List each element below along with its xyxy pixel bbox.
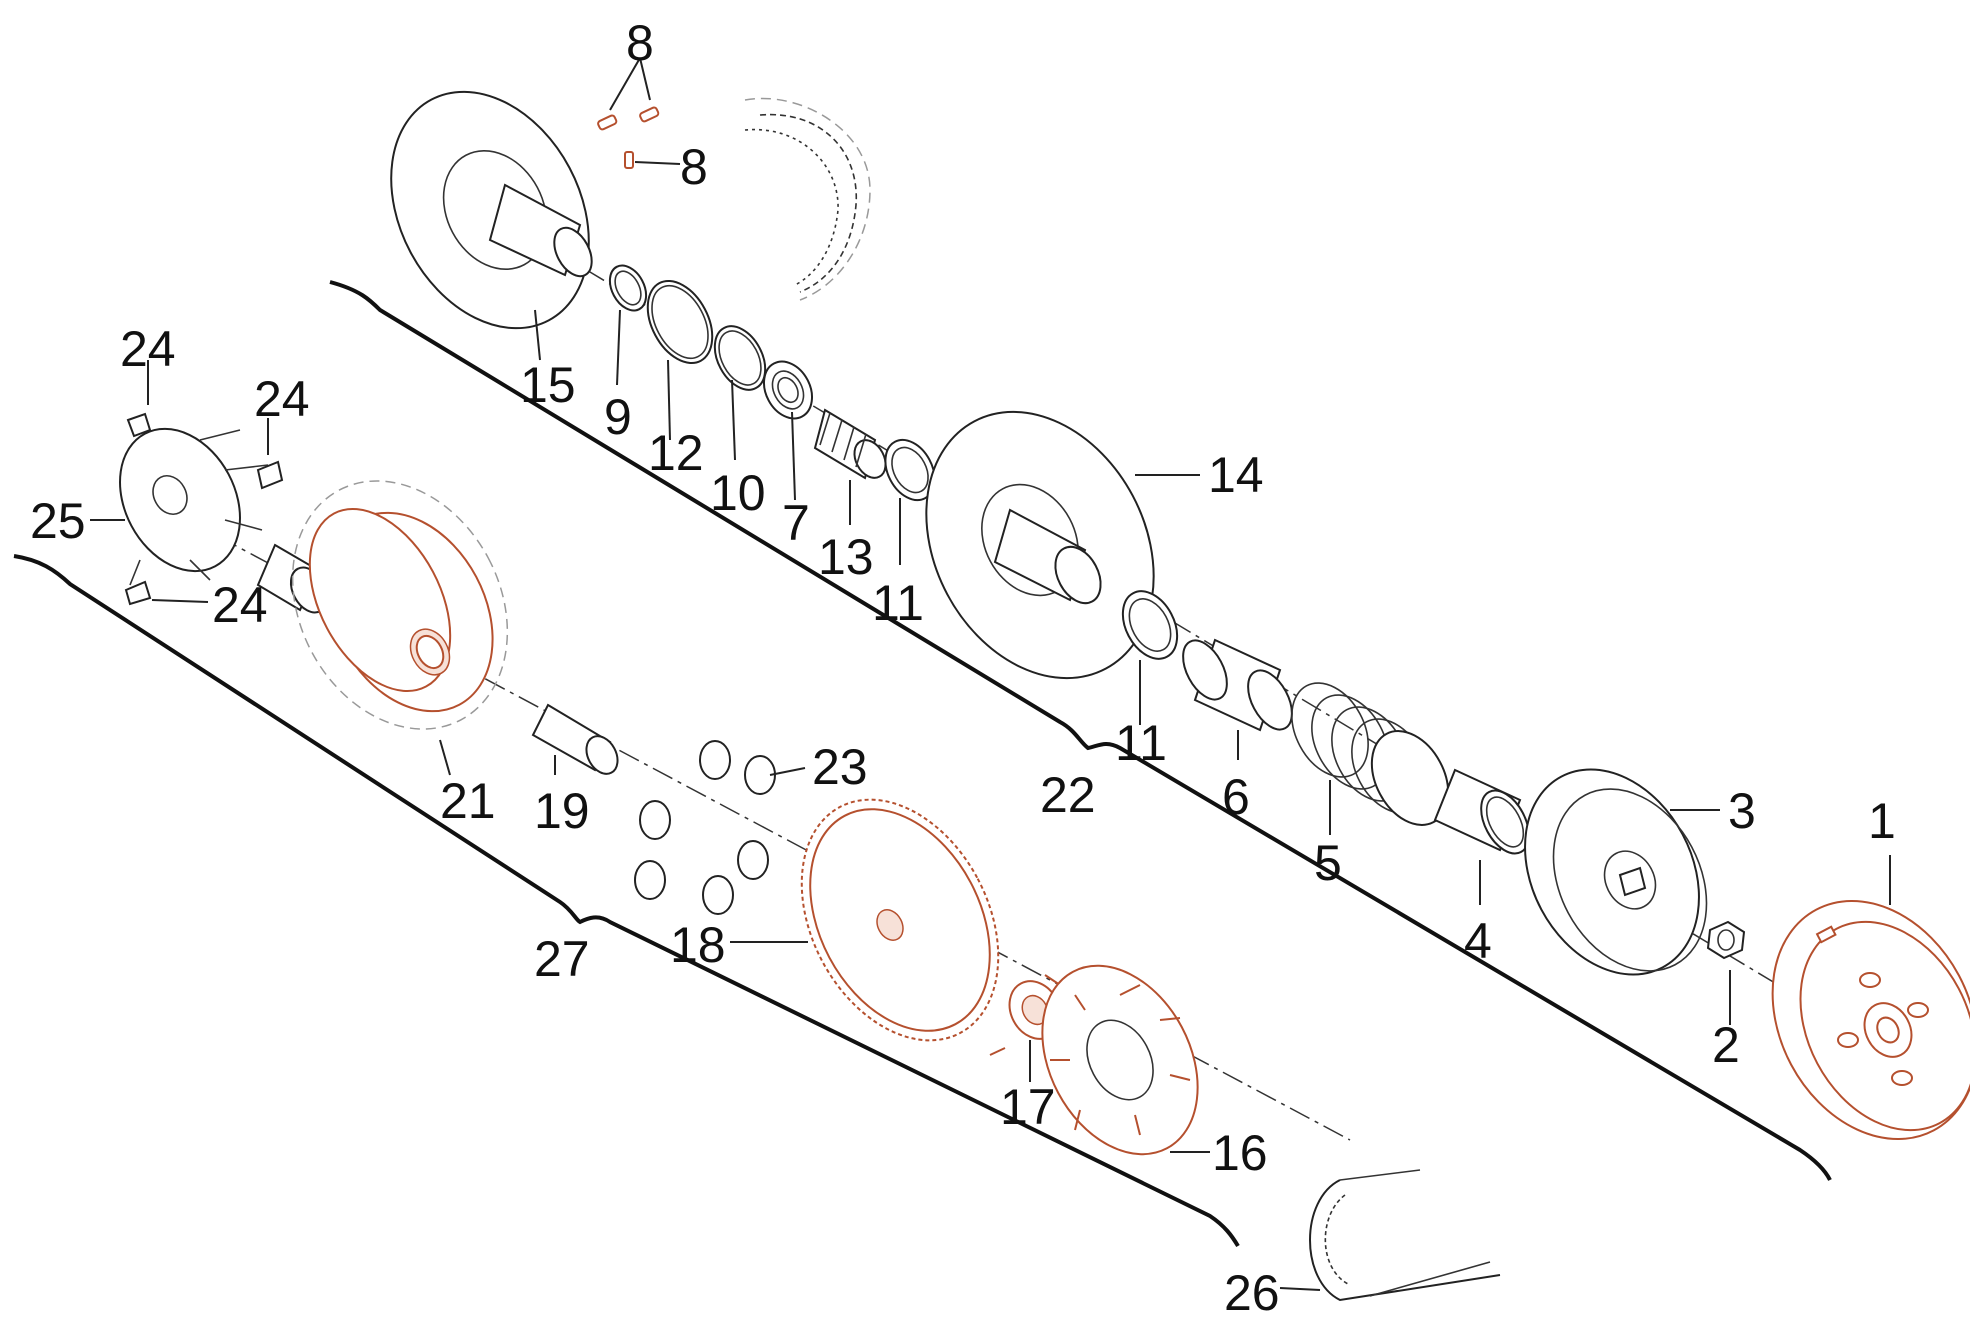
sliding-driven-half-14: [925, 410, 1155, 680]
leader-lines: [90, 57, 1891, 1291]
o-ring-10: [713, 325, 767, 391]
callout-10: 10: [710, 465, 766, 521]
callout-12: 12: [648, 425, 704, 481]
callout-7: 7: [782, 495, 810, 551]
callout-6: 6: [1222, 769, 1250, 825]
group-27-brace: [13, 554, 1240, 1248]
o-ring-12: [646, 279, 714, 365]
callout-8b: 8: [680, 139, 708, 195]
callout-5: 5: [1314, 835, 1342, 891]
callout-16: 16: [1212, 1125, 1268, 1181]
fixed-drive-half-18: [800, 798, 1000, 1042]
callout-26: 26: [1224, 1265, 1280, 1321]
callout-2: 2: [1712, 1017, 1740, 1073]
drive-belt-26: [1309, 1169, 1501, 1302]
needle-bearing-13: [813, 408, 887, 480]
bearing-7: [763, 360, 813, 420]
callout-24b: 24: [254, 371, 310, 427]
callout-25: 25: [30, 493, 86, 549]
sliders-24: [124, 412, 284, 606]
oil-seal-11-upper: [884, 438, 936, 502]
callout-19: 19: [534, 783, 590, 839]
ramp-plate-25: [119, 427, 269, 586]
callout-11b: 11: [1115, 715, 1167, 771]
callout-22: 22: [1040, 767, 1096, 823]
sleeve-19: [531, 703, 619, 775]
circlip-9: [608, 264, 648, 312]
nut-2: [1706, 920, 1746, 960]
oil-seal-11-lower: [1121, 590, 1179, 660]
callout-11a: 11: [872, 575, 924, 631]
clutch-bell-1: [1771, 899, 1970, 1141]
callout-1: 1: [1868, 793, 1896, 849]
callout-24a: 24: [120, 321, 176, 377]
callout-27: 27: [534, 931, 590, 987]
movable-drive-half-21: [291, 480, 509, 730]
fixed-driven-half-15: [390, 90, 593, 330]
callout-9: 9: [604, 389, 632, 445]
rollers-23: [634, 740, 776, 915]
callout-15: 15: [520, 357, 576, 413]
callout-3: 3: [1728, 783, 1756, 839]
callout-24c: 24: [212, 577, 268, 633]
spring-seat-6: [1182, 638, 1293, 732]
callout-4: 4: [1464, 913, 1492, 969]
belt-ghost-top: [744, 97, 871, 301]
clutch-assembly-3: [1524, 768, 1708, 976]
boss: [256, 543, 329, 614]
callout-14: 14: [1208, 447, 1264, 503]
callout-13: 13: [818, 529, 874, 585]
group-22-brace: [329, 280, 1832, 1181]
pins-8: [597, 106, 660, 169]
torque-spring-5: [1291, 682, 1450, 826]
collar-4: [1433, 768, 1530, 855]
callout-8a: 8: [626, 15, 654, 71]
callout-18: 18: [670, 917, 726, 973]
fan-16: [1041, 964, 1199, 1156]
callout-21: 21: [440, 773, 496, 829]
callout-17: 17: [1000, 1079, 1056, 1135]
callout-23: 23: [812, 739, 868, 795]
